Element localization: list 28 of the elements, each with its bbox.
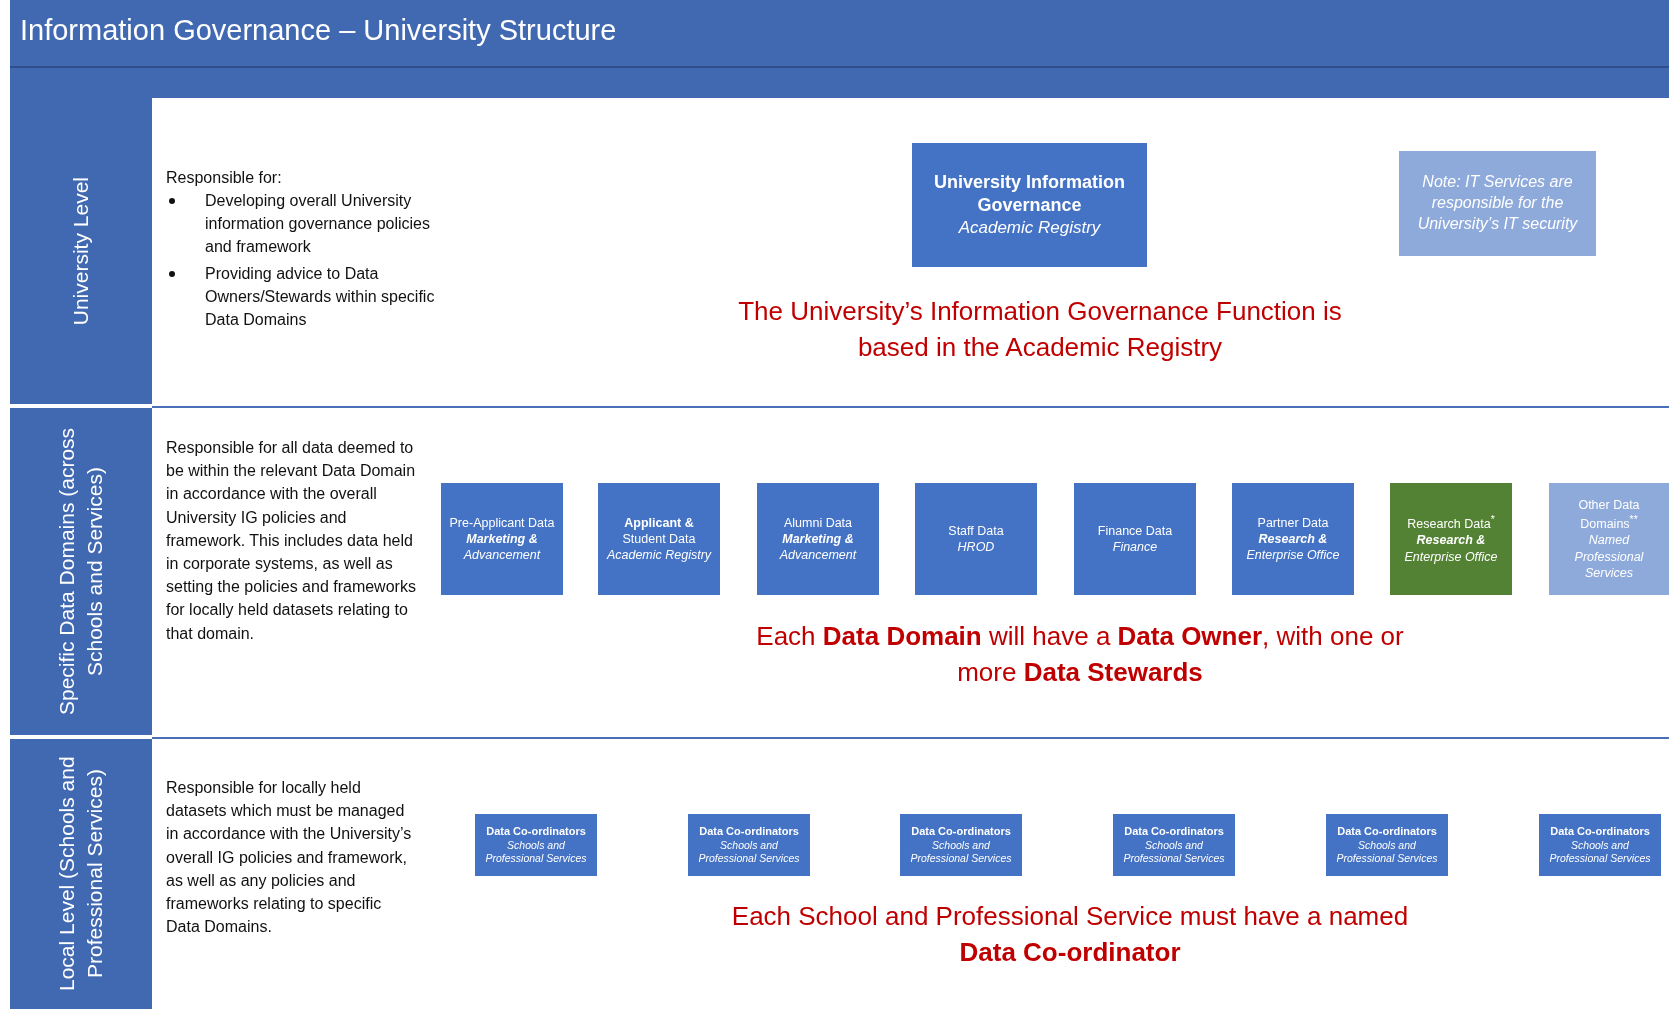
domain-box: Finance Data Finance <box>1074 483 1196 595</box>
note-text: Each School and Professional Service must have a named Data Co-ordinator <box>730 900 1410 970</box>
note-box: Note: IT Services are responsible for the University’s IT security <box>1399 151 1596 256</box>
domain-box: Other Data Domains$^{**}$ Named Professional Services <box>1549 483 1669 595</box>
note-text: The University’s Information Governance Function is based in the Academic Registry <box>737 295 1343 365</box>
title: Information Governance – University Structure <box>20 14 617 47</box>
description-text: Providing advice to Data Owners/Stewards within specific Data Domains <box>205 264 436 331</box>
domain-box: Research Data$^{*}$ Research & Enterprise Office <box>1390 483 1512 595</box>
domain-box: Applicant & Student Data Academic Registry <box>598 483 720 595</box>
domain-box: Partner Data Research & Enterprise Office <box>1232 483 1354 595</box>
domain-box: Staff Data HROD <box>915 483 1037 595</box>
description-text: Responsible for locally held datasets which must be managed in accordance with the University’s overall IG policies and framework, as well as any policies and frameworks relating to specific Data Domains. <box>166 778 413 938</box>
process-box: University Information Governance Academic Registry <box>912 143 1147 267</box>
coordinator-box: Data Co-ordinators Schools and Professional Services <box>475 814 597 876</box>
coordinator-box: Data Co-ordinators Schools and Professional Services <box>1326 814 1448 876</box>
note-text: Each Data Domain will have a Data Owner, with one or more Data Stewards <box>755 620 1405 690</box>
description-text: Responsible for: <box>166 168 283 188</box>
row-header: Specific Data Domains (across Schools and Services) <box>10 408 152 735</box>
domain-box: Pre-Applicant Data Marketing & Advancement <box>441 483 563 595</box>
row-header: University Level <box>10 98 152 404</box>
coordinator-box: Data Co-ordinators Schools and Professional Services <box>1539 814 1661 876</box>
domain-box: Alumni Data Marketing & Advancement <box>757 483 879 595</box>
coordinator-box: Data Co-ordinators Schools and Professional Services <box>1113 814 1235 876</box>
coordinator-box: Data Co-ordinators Schools and Professional Services <box>688 814 810 876</box>
row-header: Local Level (Schools and Professional Services) <box>10 739 152 1009</box>
description-text: Responsible for all data deemed to be within the relevant Data Domain in accordance with the overall University IG policies and framework. This includes data held in corporate systems, as well as setting the policies and frameworks for locally held datasets relating to that domain. <box>166 438 416 644</box>
coordinator-box: Data Co-ordinators Schools and Professional Services <box>900 814 1022 876</box>
description-text: Developing overall University information governance policies and framework <box>205 191 431 258</box>
